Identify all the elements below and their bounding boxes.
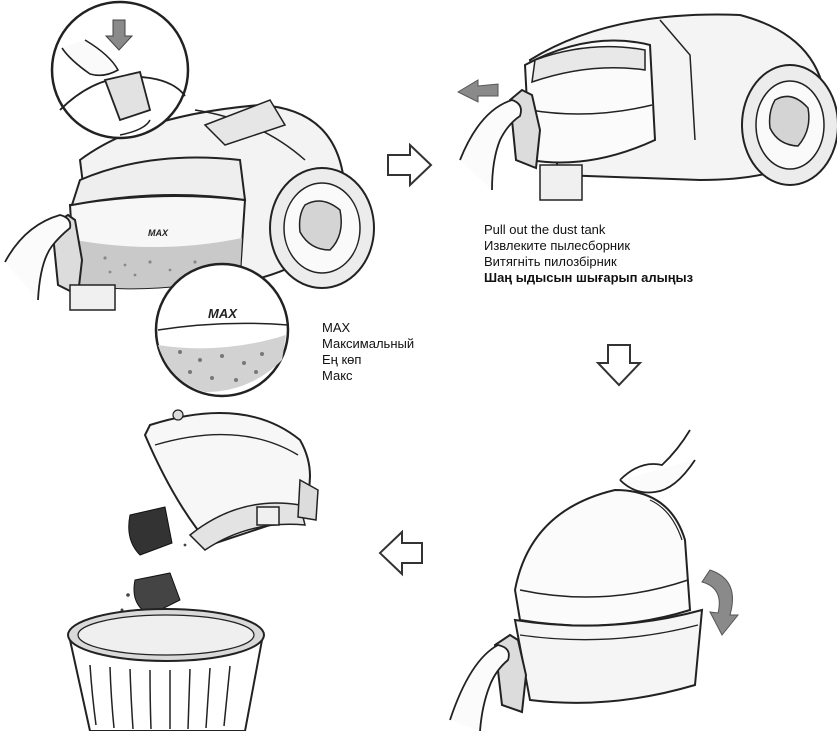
pull-out-text-uk: Витягніть пилозбірник bbox=[484, 254, 617, 269]
max-level-labels: MAX Максимальный Ең көп Макс bbox=[322, 320, 414, 384]
pull-left-arrow-icon bbox=[456, 79, 499, 103]
max-label-ru: Максимальный bbox=[322, 336, 415, 351]
down-outline-arrow-icon bbox=[595, 344, 643, 387]
press-down-arrow bbox=[104, 19, 134, 51]
vacuum-release-illustration: MAX MAX bbox=[4, 0, 375, 398]
left-outline-arrow-icon bbox=[378, 529, 423, 577]
tank-lid bbox=[70, 156, 247, 207]
tank-top-part bbox=[513, 488, 692, 627]
hand-holding-top bbox=[619, 429, 691, 481]
release-button-magnifier bbox=[50, 0, 190, 140]
pull-out-instructions: Pull out the dust tank Извлеките пылесбо… bbox=[484, 222, 693, 286]
pull-out-text-en: Pull out the dust tank bbox=[484, 222, 606, 237]
max-label-kk: Ең көп bbox=[322, 352, 362, 367]
open-tank-illustration bbox=[449, 429, 740, 731]
pull-out-text-ru: Извлеките пылесборник bbox=[484, 238, 631, 253]
hand-holding-tank bbox=[4, 214, 72, 301]
pull-out-text-kk: Шаң ыдысын шығарып алыңыз bbox=[484, 270, 694, 285]
magnifier-max-marking: MAX bbox=[208, 306, 238, 321]
tank-max-marking: MAX bbox=[148, 228, 169, 238]
max-label-short: Макс bbox=[322, 368, 353, 383]
right-outline-arrow-icon bbox=[387, 142, 433, 188]
falling-debris bbox=[128, 506, 173, 556]
falling-debris bbox=[133, 572, 181, 616]
hand-pulling-tank bbox=[459, 99, 522, 191]
hand-holding-bottom bbox=[449, 644, 510, 731]
max-label-en: MAX bbox=[322, 320, 351, 335]
pull-out-tank-illustration bbox=[456, 13, 837, 201]
rotate-curved-arrow-icon bbox=[701, 569, 740, 636]
empty-into-bin-illustration bbox=[67, 409, 319, 731]
tank-bottom-part bbox=[513, 608, 704, 704]
